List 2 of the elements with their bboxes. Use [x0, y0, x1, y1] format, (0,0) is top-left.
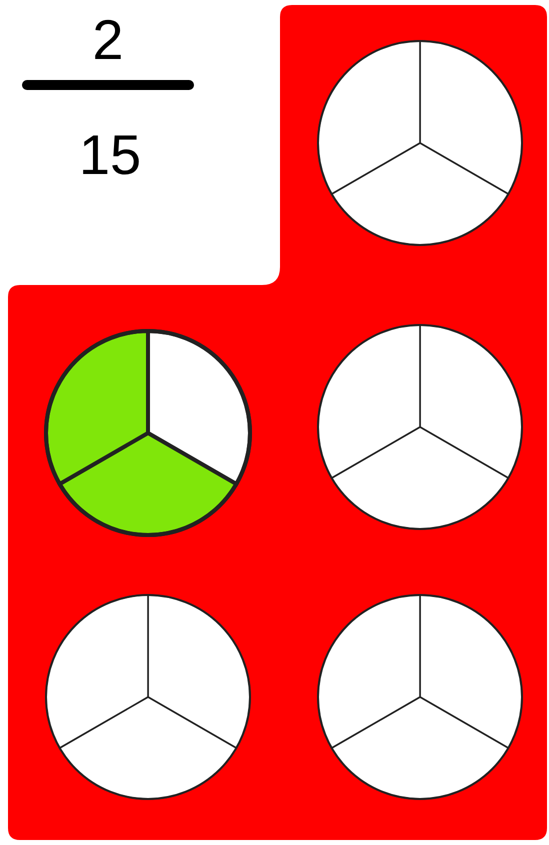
fraction-denominator: 15 — [78, 127, 142, 183]
fraction-numerator: 2 — [92, 12, 124, 68]
